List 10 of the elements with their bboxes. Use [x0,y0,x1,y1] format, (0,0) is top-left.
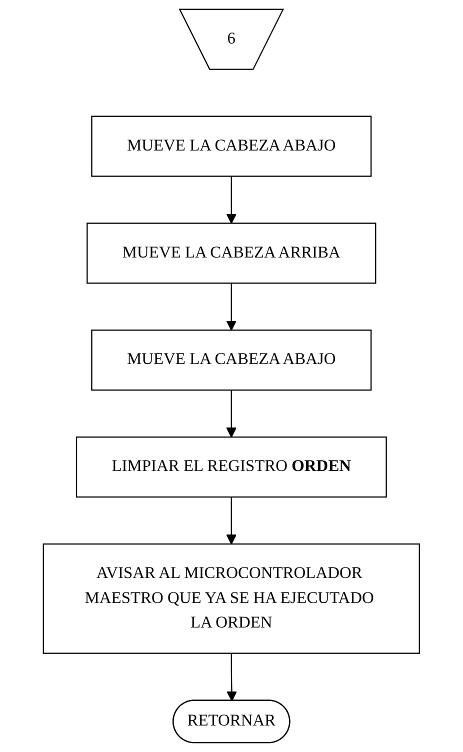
arrow [226,176,237,224]
arrow [226,283,237,331]
arrow [226,653,238,702]
node-box: MUEVE LA CABEZA ABAJO [91,330,372,391]
arrow [226,497,237,544]
node-box: AVISAR AL MICROCONTROLADOR MAESTRO QUE YA SE HA EJECUTADO LA ORDEN [42,543,420,654]
arrow [226,390,237,438]
node-box: MUEVE LA CABEZA ABAJO [91,116,372,177]
node-box: MUEVE LA CABEZA ARRIBA [86,222,376,284]
node-box: LIMPIAR EL REGISTRO ORDEN [76,436,387,498]
